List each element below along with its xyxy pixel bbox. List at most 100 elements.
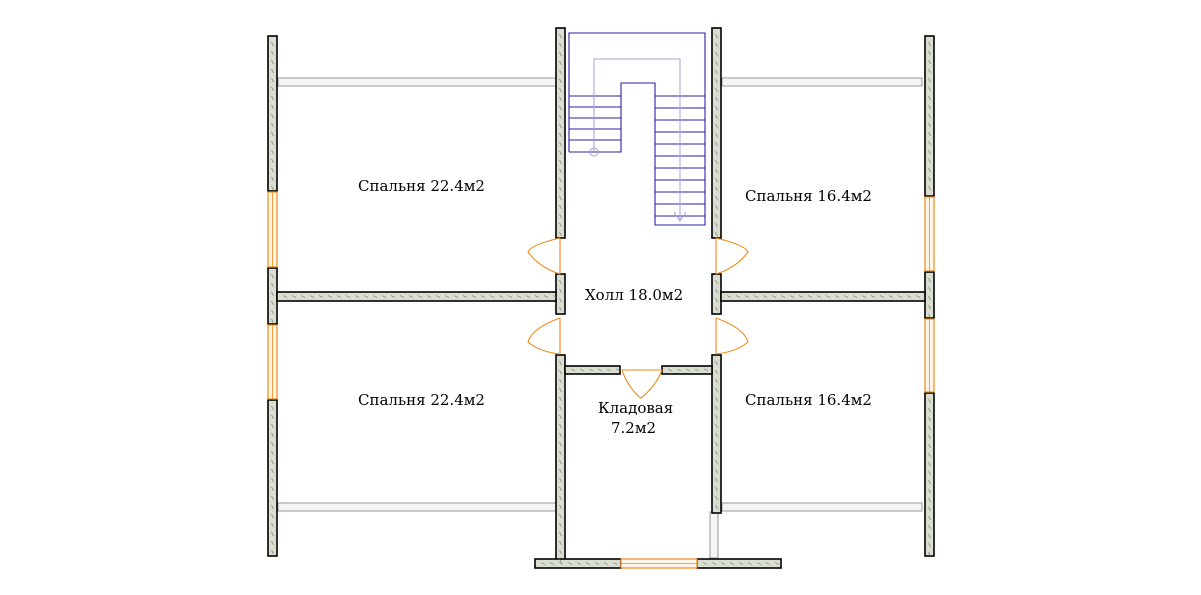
wall-grain: [559, 486, 562, 492]
wall-grain: [715, 96, 718, 102]
wall-grain: [559, 396, 562, 402]
wall-grain: [271, 185, 274, 191]
wall-grain: [928, 277, 931, 283]
wall-grain: [915, 295, 921, 298]
wall-grain: [744, 295, 750, 298]
wall-grain: [559, 279, 562, 285]
wall-grain: [715, 414, 718, 420]
wall-grain: [559, 159, 562, 165]
wall-grain: [928, 41, 931, 47]
wall-grain: [559, 33, 562, 39]
wall-grain: [567, 562, 573, 565]
wall-grain: [363, 295, 369, 298]
room-label-bedroom-se: Спальня 16.4м2: [745, 391, 872, 409]
wall-grain: [715, 231, 718, 237]
wall-grain: [774, 562, 780, 565]
wall-grain: [715, 132, 718, 138]
wall-grain: [559, 288, 562, 294]
wall-grain: [559, 297, 562, 303]
wall-grain: [738, 562, 744, 565]
wall-grain: [715, 204, 718, 210]
door-swings: [527, 237, 749, 399]
wall-grain: [559, 51, 562, 57]
wall-grain: [726, 295, 732, 298]
wall-grain: [715, 114, 718, 120]
wall-grain: [715, 477, 718, 483]
wall-grain: [816, 295, 822, 298]
wall-grain: [715, 186, 718, 192]
wall-grain: [559, 378, 562, 384]
wall-grain: [928, 113, 931, 119]
wall-grain: [715, 378, 718, 384]
wall-grain: [928, 515, 931, 521]
wall-grain: [715, 396, 718, 402]
wall-grain: [771, 295, 777, 298]
wall-grain: [559, 423, 562, 429]
door-sw: [527, 317, 561, 355]
wall-grain: [928, 95, 931, 101]
wall-grain: [489, 295, 495, 298]
wall-grain: [559, 405, 562, 411]
wall-grain: [715, 387, 718, 393]
wall-grain: [390, 295, 396, 298]
wall-grain: [928, 443, 931, 449]
wall-grain: [928, 286, 931, 292]
wall-grain: [336, 295, 342, 298]
wall-hatching: [271, 33, 931, 565]
wall-grain: [765, 562, 771, 565]
wall-grain: [291, 295, 297, 298]
wall-grain: [271, 450, 274, 456]
wall-grain: [271, 549, 274, 555]
wall-grain: [715, 105, 718, 111]
wall-grain: [516, 295, 522, 298]
wall-grain: [780, 295, 786, 298]
wall-grain: [576, 562, 582, 565]
wall-grain: [549, 562, 555, 565]
wall-grain: [540, 562, 546, 565]
wall-grain: [271, 504, 274, 510]
wall-grain: [685, 368, 691, 372]
wall-grain: [559, 150, 562, 156]
wall-grain: [559, 468, 562, 474]
wall-grain: [702, 562, 708, 565]
wall-grain: [928, 149, 931, 155]
wall-grain: [715, 60, 718, 66]
wall-grain: [928, 68, 931, 74]
wall-grain: [703, 368, 709, 372]
wall-grain: [928, 542, 931, 548]
wall-grain: [715, 222, 718, 228]
wall-grain: [559, 369, 562, 375]
wall-grain: [928, 425, 931, 431]
wall-grain: [570, 368, 576, 372]
wall-grain: [559, 450, 562, 456]
door-storage: [621, 369, 663, 399]
wall-grain: [735, 295, 741, 298]
wall-grain: [585, 562, 591, 565]
wall-grain: [579, 368, 585, 372]
wall-grain: [271, 140, 274, 146]
wall-grain: [711, 562, 717, 565]
wall-grain: [715, 297, 718, 303]
wall-grain: [747, 562, 753, 565]
wall-grain: [552, 295, 558, 298]
wall-grain: [559, 306, 562, 312]
wall-grain: [559, 459, 562, 465]
wall-grain: [825, 295, 831, 298]
wall-grain: [480, 295, 486, 298]
wall-grain: [559, 105, 562, 111]
wall-grain: [559, 495, 562, 501]
door-nw: [527, 237, 561, 275]
wall-grain: [928, 59, 931, 65]
wall-grain: [559, 195, 562, 201]
wall-grain: [559, 360, 562, 366]
wall-grain: [453, 295, 459, 298]
wall-grain: [594, 562, 600, 565]
wall-grain: [906, 295, 912, 298]
staircase: [568, 32, 706, 226]
wall-grain: [318, 295, 324, 298]
wall-grain: [282, 295, 288, 298]
wall-grain: [559, 123, 562, 129]
wall-grain: [271, 176, 274, 182]
wall-grain: [715, 69, 718, 75]
